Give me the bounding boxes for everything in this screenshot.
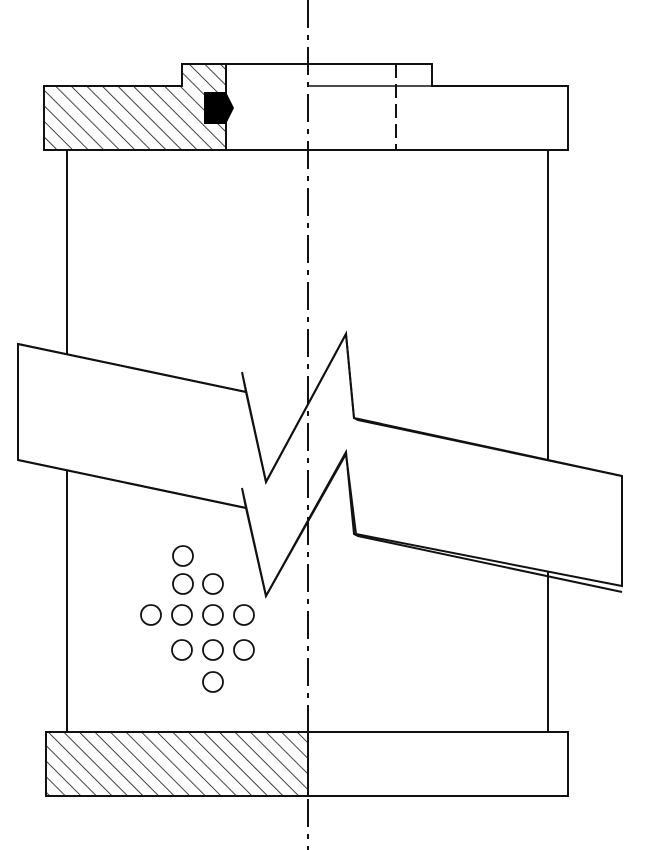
bottom-cap-outline-right bbox=[308, 731, 569, 797]
perforation-hole bbox=[202, 639, 224, 661]
upper-break-line bbox=[17, 330, 623, 599]
upper-break-edge bbox=[17, 330, 623, 485]
bottom-cap-section-hatched bbox=[45, 731, 309, 797]
perforation-hole bbox=[171, 639, 193, 661]
perforation-hole bbox=[233, 604, 255, 626]
perforation-hole bbox=[140, 604, 162, 626]
perforation-holes bbox=[140, 545, 255, 693]
top-end-cap bbox=[43, 63, 569, 151]
perforation-hole bbox=[202, 671, 224, 693]
lower-break-edge bbox=[17, 448, 623, 599]
perforation-hole bbox=[233, 639, 255, 661]
top-cap-outline-right bbox=[226, 63, 569, 151]
o-ring-seal bbox=[204, 92, 234, 124]
perforation-hole bbox=[171, 604, 193, 626]
top-cap-section-hatched bbox=[43, 63, 227, 151]
perforation-hole bbox=[202, 604, 224, 626]
perforation-hole bbox=[172, 545, 194, 567]
upper-break-band bbox=[17, 330, 623, 599]
perforation-hole bbox=[202, 573, 224, 595]
perforation-hole bbox=[172, 573, 194, 595]
lower-break-line bbox=[17, 448, 623, 599]
